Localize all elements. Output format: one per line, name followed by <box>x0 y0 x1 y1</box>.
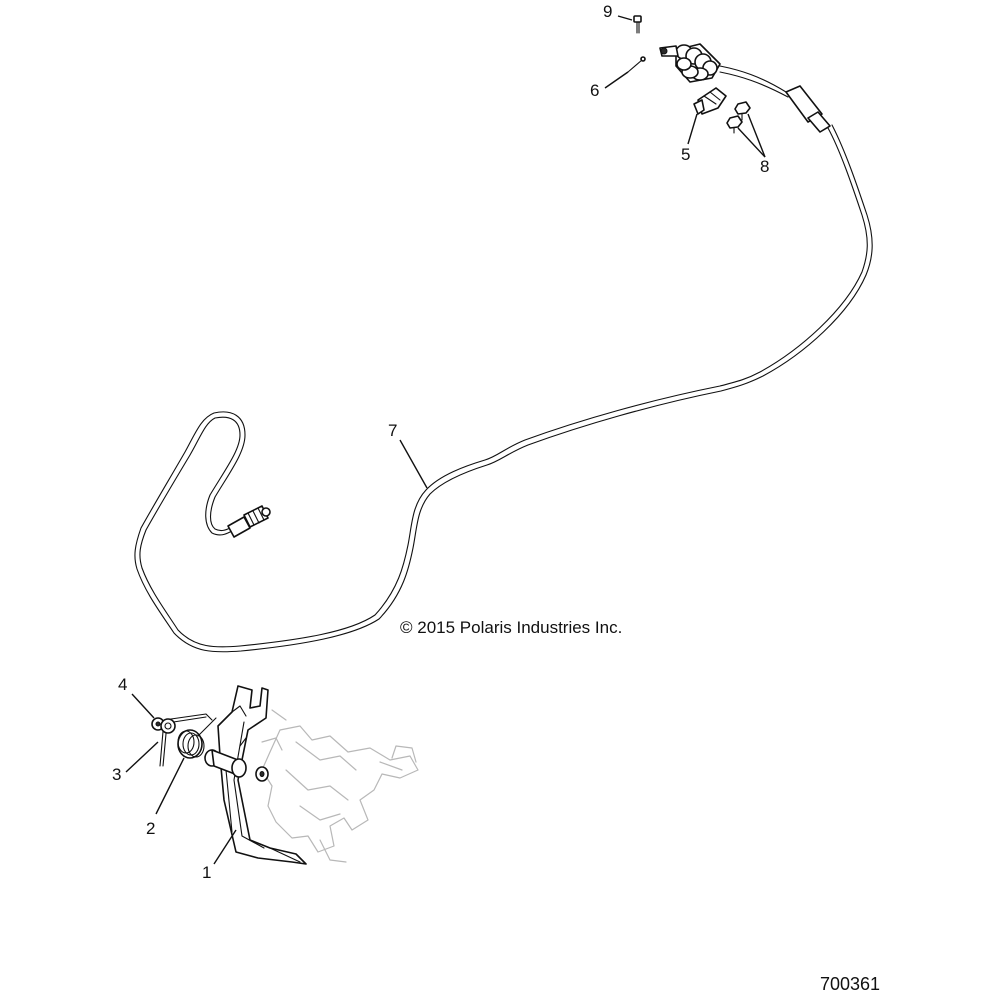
figure-number: 700361 <box>820 974 881 994</box>
cable-clamp <box>693 87 727 115</box>
callout-3: 3 <box>112 741 159 784</box>
torsion-spring <box>177 717 217 759</box>
svg-text:8: 8 <box>760 157 769 176</box>
svg-text:7: 7 <box>388 421 397 440</box>
throttle-cable <box>134 43 873 653</box>
callout-9: 9 <box>603 2 633 21</box>
svg-text:2: 2 <box>146 819 155 838</box>
svg-text:4: 4 <box>118 675 127 694</box>
pivot-bushing <box>204 749 247 778</box>
svg-text:3: 3 <box>112 765 121 784</box>
callout-7: 7 <box>388 421 428 489</box>
bolts <box>726 101 751 134</box>
svg-text:1: 1 <box>202 863 211 882</box>
cable-adjuster <box>659 43 721 83</box>
callout-4: 4 <box>118 675 155 719</box>
svg-text:9: 9 <box>603 2 612 21</box>
svg-text:6: 6 <box>590 81 599 100</box>
cable-end-fitting <box>227 505 271 538</box>
pedal <box>217 685 307 865</box>
callout-2: 2 <box>146 757 185 838</box>
mounting-bracket-phantom <box>261 709 419 863</box>
copyright-notice: © 2015 Polaris Industries Inc. <box>400 618 623 637</box>
svg-text:5: 5 <box>681 145 690 164</box>
clevis-pin <box>633 15 642 34</box>
callout-5: 5 <box>681 113 698 164</box>
callout-1: 1 <box>202 829 237 882</box>
retaining-clip <box>151 717 176 734</box>
callout-8: 8 <box>737 113 769 176</box>
cable-upper-sleeve <box>719 65 831 133</box>
cotter-pin <box>627 56 646 73</box>
washer <box>255 766 269 782</box>
callout-6: 6 <box>590 71 629 100</box>
